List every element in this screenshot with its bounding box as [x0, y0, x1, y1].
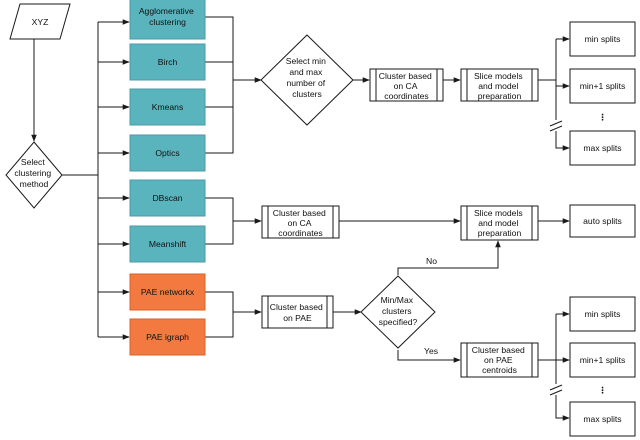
method-kmeans: Kmeans [129, 88, 206, 126]
method-birch-label: Birch [158, 57, 178, 67]
edge-yes-label: Yes [424, 346, 438, 356]
method-dbscan: DBscan [129, 179, 206, 217]
process-cluster-ca-mid: Cluster based on CA coordinates [261, 205, 340, 239]
method-agglomerative-label: Agglomerative clustering [139, 6, 196, 27]
ellipsis-top: ⋮ [598, 112, 607, 122]
output-max-splits-top: max splits [569, 130, 636, 166]
process-slice-models-top: Slice models and model preparation [460, 68, 539, 102]
edge-to-max-splits-bottom [555, 395, 570, 421]
svg-text:⋮: ⋮ [598, 385, 607, 395]
cluster-pae-centroids-label: Cluster based on PAE centroids [472, 345, 527, 375]
break-mark-bottom-2 [549, 389, 563, 396]
method-pae-networkx-label: PAE networkx [141, 287, 195, 297]
method-pae-igraph: PAE igraph [129, 318, 206, 356]
output-max-splits-bottom: max splits [569, 401, 636, 437]
decision-clustering-method: Select clustering method [5, 141, 63, 209]
break-mark-top-1 [549, 120, 563, 127]
method-optics-label: Optics [155, 148, 179, 158]
mid-merge-bus [205, 197, 234, 245]
svg-text:auto splits: auto splits [583, 216, 622, 226]
svg-text:min splits: min splits [585, 34, 621, 44]
method-pae-igraph-label: PAE igraph [146, 332, 189, 342]
output-min1-splits-top: min+1 splits [569, 68, 636, 104]
output-min-splits-top: min splits [569, 21, 636, 57]
input-node-xyz: XYZ [9, 3, 71, 40]
process-cluster-ca-top: Cluster based on CA coordinates [369, 68, 444, 102]
method-optics: Optics [129, 134, 206, 172]
process-cluster-pae-centroids: Cluster based on PAE centroids [460, 342, 539, 378]
method-meanshift: Meanshift [129, 225, 206, 263]
decision-minmax-label: Select min and max number of clusters [286, 56, 329, 99]
break-mark-top-2 [549, 125, 563, 132]
edge-yes [397, 350, 461, 363]
output-auto-splits: auto splits [569, 204, 636, 238]
slice-mid-label: Slice models and model preparation [474, 208, 525, 238]
cluster-ca-mid-label: Cluster based on CA coordinates [273, 208, 328, 238]
method-birch: Birch [129, 43, 206, 81]
edge-to-max-splits [555, 131, 570, 151]
process-cluster-pae: Cluster based on PAE [261, 295, 334, 329]
cluster-pae-label: Cluster based on PAE [270, 302, 325, 323]
svg-text:min+1 splits: min+1 splits [580, 81, 626, 91]
decision-min-max-specified: Min/Max clusters specified? [360, 275, 436, 349]
svg-text:⋮: ⋮ [598, 112, 607, 122]
cluster-ca-top-label: Cluster based on CA coordinates [379, 71, 434, 101]
method-agglomerative-clustering: Agglomerative clustering [129, 0, 206, 40]
ellipsis-bottom: ⋮ [598, 385, 607, 395]
break-mark-bottom-1 [549, 384, 563, 391]
method-meanshift-label: Meanshift [149, 239, 187, 249]
svg-text:min splits: min splits [585, 309, 621, 319]
svg-text:min+1 splits: min+1 splits [580, 355, 626, 365]
output-min-splits-bottom: min splits [569, 296, 636, 332]
slice-top-label: Slice models and model preparation [474, 71, 525, 101]
svg-text:max splits: max splits [583, 414, 621, 424]
decision-method-label: Select clustering method [14, 157, 53, 189]
method-dbscan-label: DBscan [152, 193, 182, 203]
edge-no [397, 240, 501, 275]
decision-min-max-clusters: Select min and max number of clusters [260, 34, 354, 126]
method-kmeans-label: Kmeans [152, 102, 184, 112]
bottom-merge-bus [205, 291, 234, 338]
connectors [31, 16, 570, 421]
top-merge-bus [205, 16, 234, 154]
svg-text:max splits: max splits [583, 143, 621, 153]
method-pae-networkx: PAE networkx [129, 273, 206, 311]
output-min1-splits-bottom: min+1 splits [569, 342, 636, 378]
input-label: XYZ [32, 17, 49, 27]
decision-specified-label: Min/Max clusters specified? [379, 295, 418, 327]
process-slice-models-mid: Slice models and model preparation [460, 205, 539, 241]
edge-no-label: No [426, 256, 437, 266]
